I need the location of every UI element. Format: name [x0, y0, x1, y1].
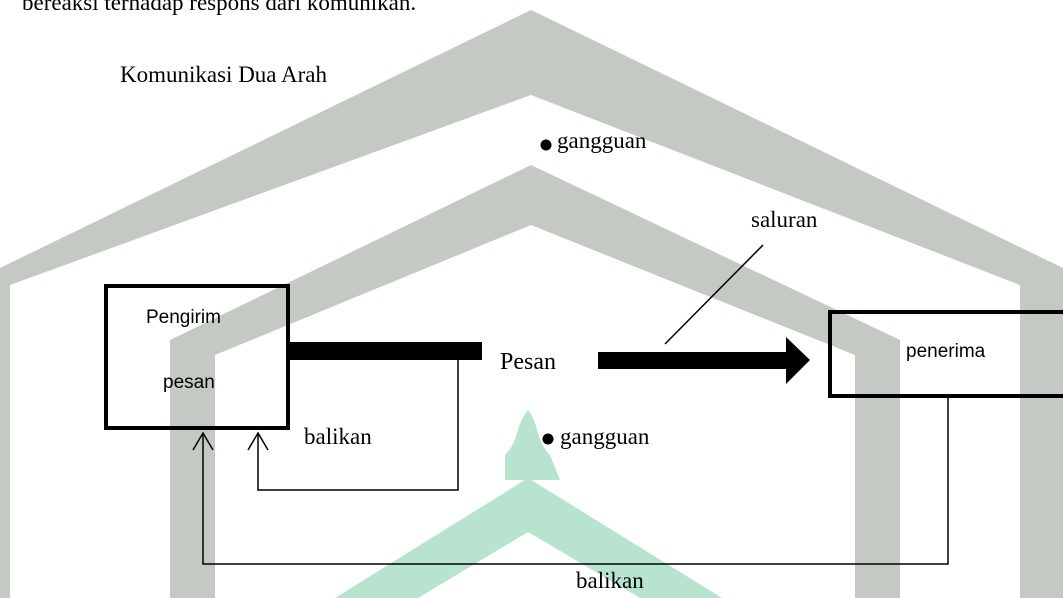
- noise-top-label: gangguan: [557, 128, 647, 153]
- noise-bottom-label: gangguan: [560, 424, 650, 449]
- feedback-inner-label: balikan: [304, 424, 372, 449]
- arrow-up-icon: [247, 431, 269, 451]
- section-title: Komunikasi Dua Arah: [120, 62, 327, 87]
- feedback-outer-line: [202, 396, 949, 565]
- bullet-dot-icon: [542, 433, 554, 445]
- sender-label-line2: pesan: [163, 372, 215, 393]
- sender-label-line1: Pengirim: [146, 307, 221, 328]
- channel-label: saluran: [751, 207, 818, 232]
- receiver-box: [828, 310, 1063, 398]
- message-bar: [288, 342, 482, 360]
- arrow-right-icon: [598, 337, 810, 384]
- top-text: bereaksi terhadap respons dari komunikan…: [22, 0, 416, 15]
- watermark: [0, 10, 1063, 598]
- channel-pointer-line: [664, 244, 764, 345]
- watermark-inner-body: [170, 165, 900, 598]
- receiver-label: penerima: [906, 341, 986, 362]
- feedback-outer-label: balikan: [576, 568, 644, 593]
- watermark-outer-roof: [0, 10, 1063, 598]
- watermark-green-dome: [505, 410, 560, 480]
- bullet-dot-icon: [540, 139, 552, 151]
- watermark-green-roof: [335, 478, 722, 598]
- feedback-inner-line: [257, 360, 459, 491]
- arrow-up-icon: [192, 431, 214, 451]
- message-label: Pesan: [500, 349, 556, 375]
